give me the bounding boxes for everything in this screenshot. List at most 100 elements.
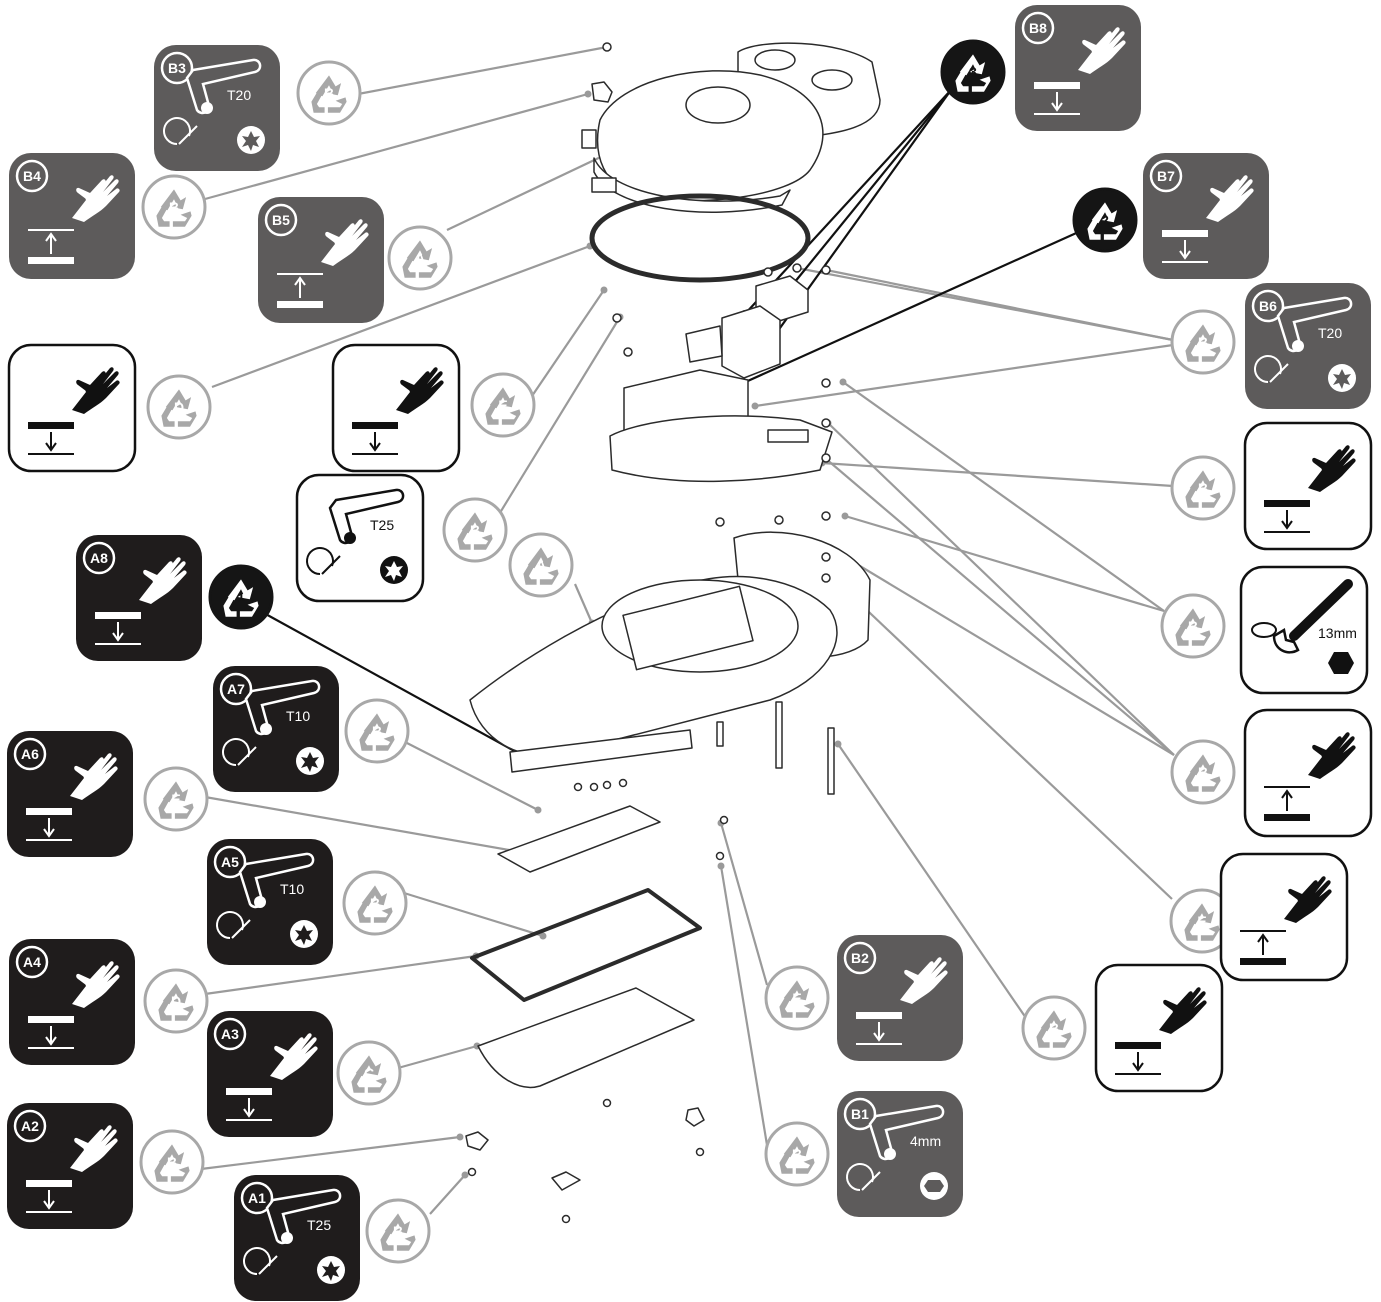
rotate-icon: [1254, 355, 1282, 383]
step-tile-unlabeled: [7, 343, 137, 473]
step-id-circle: [213, 845, 247, 879]
part-bar: [26, 808, 72, 815]
step-id-circle: [160, 51, 194, 85]
recycle-badge-letter: E: [171, 791, 180, 807]
leader-line: [531, 289, 605, 397]
tile-background: [331, 343, 461, 473]
step-id-circle: [1251, 289, 1285, 323]
small-screw: [695, 1147, 705, 1157]
step-tile-b2: B2: [837, 935, 963, 1061]
fastener: [774, 515, 784, 525]
step-tile-unlabeled: [1243, 421, 1373, 551]
step-id-circle: [843, 941, 877, 975]
step-tile-b7: B7: [1143, 153, 1269, 279]
cover-seal: [589, 193, 811, 283]
torx-icon: [322, 1261, 340, 1281]
fastener: [763, 267, 773, 277]
small-screw: [618, 778, 628, 788]
step-tile-b8: B8: [1015, 5, 1141, 131]
hex-key-icon: [1276, 296, 1353, 353]
small-screw: [467, 1167, 477, 1177]
recycle-badge: 1: [208, 564, 274, 630]
leader-line: [429, 1174, 466, 1215]
recycle-badge-letter: B: [1049, 1020, 1059, 1036]
latch-front: [591, 177, 617, 193]
step-tile-a8: A8: [76, 535, 202, 661]
fastener: [792, 263, 802, 273]
part-bar: [277, 301, 323, 308]
rotate-icon: [846, 1163, 874, 1191]
leader-line-dark: [744, 89, 952, 315]
arrow-head: [43, 1200, 55, 1210]
step-tile-unlabeled: T25: [295, 473, 425, 603]
part-bar: [1240, 958, 1286, 965]
bit-tip: [201, 102, 213, 114]
cable-gland: [465, 1131, 489, 1151]
arrow-head: [45, 442, 57, 452]
tile-background: [7, 343, 137, 473]
step-id-circle: [843, 1097, 877, 1131]
recycle-badge-letter: B: [372, 723, 382, 739]
fastener: [821, 418, 831, 428]
main-pcb-grid: [622, 585, 754, 671]
leader-dot: [834, 740, 842, 748]
recycle-badge-letter: E: [498, 397, 507, 413]
leader-dot: [751, 402, 759, 410]
arrow-head: [369, 442, 381, 452]
top-screw: [602, 42, 612, 52]
tool-size-label: 4mm: [910, 1133, 941, 1149]
fastener: [821, 265, 831, 275]
torx-icon: [301, 752, 319, 772]
fastener: [821, 552, 831, 562]
leader-line: [204, 92, 589, 201]
tool-size-label: T20: [1318, 325, 1342, 341]
tool-size-label: 13mm: [1318, 625, 1357, 641]
leader-line: [842, 381, 1165, 612]
led-frame-a6: [497, 805, 661, 873]
recycle-badge: B: [764, 1121, 830, 1187]
leader-line: [357, 45, 608, 96]
leader-line: [211, 244, 591, 389]
fastener: [821, 378, 831, 388]
part-bar: [226, 1088, 272, 1095]
module-3-body: [721, 305, 781, 379]
step-tile-b4: B4: [9, 153, 135, 279]
arrow-head: [43, 828, 55, 838]
lower-pcb-a8: [509, 729, 693, 773]
step-id-label: B5: [272, 212, 290, 228]
fastener: [821, 453, 831, 463]
step-id-label: B1: [851, 1106, 869, 1122]
recycle-badge-letter: C: [364, 1065, 374, 1081]
rotate-icon: [306, 547, 334, 575]
tool-size-label: T25: [370, 517, 394, 533]
tile-background: [1243, 421, 1373, 551]
leader-line-dark: [261, 611, 539, 765]
step-id-circle: [15, 945, 49, 979]
arrow-head: [294, 276, 306, 286]
hex-key-icon: [868, 1104, 945, 1161]
recycle-badge: D: [143, 968, 209, 1034]
leader-line: [821, 461, 1174, 488]
hex-nut-icon: [1328, 652, 1354, 674]
instruction-tiles: B3T20B4B5B8B7B6T20B2B14mmA8A7T10A6A5T10A…: [7, 5, 1373, 1301]
recycle-badge-letter: B: [169, 199, 179, 215]
recycle-badge-letter: E: [792, 990, 801, 1006]
small-screw: [573, 782, 583, 792]
leader-dot: [539, 932, 547, 940]
arrow-head: [243, 1108, 255, 1118]
bit-tip: [254, 896, 266, 908]
part-bar: [1115, 1042, 1161, 1049]
recycle-badge: B: [365, 1198, 431, 1264]
small-screw: [719, 815, 729, 825]
hex-icon: [924, 1180, 944, 1192]
recycle-badge: B: [296, 60, 362, 126]
recycle-badge: E: [470, 372, 536, 438]
arrow-head: [45, 1036, 57, 1046]
tool-size-label: T10: [280, 881, 304, 897]
step-id-circle: [240, 1181, 274, 1215]
bit-tip: [260, 723, 272, 735]
part-bar: [28, 1016, 74, 1023]
arrow-head: [1257, 933, 1269, 943]
